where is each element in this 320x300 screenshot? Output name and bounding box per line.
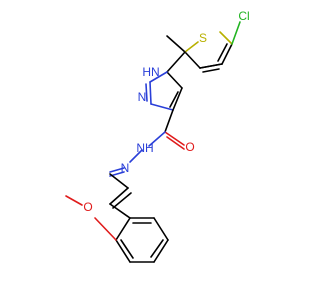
bond bbox=[231, 21, 241, 45]
bond bbox=[109, 187, 129, 205]
bond bbox=[166, 71, 183, 89]
molecule-structure: Cl S HN N O NH N O bbox=[65, 9, 250, 263]
bond bbox=[149, 81, 152, 105]
bond bbox=[153, 217, 169, 241]
bond bbox=[184, 51, 201, 69]
bond bbox=[166, 35, 186, 53]
bond bbox=[164, 131, 185, 146]
pyrazole-ring bbox=[145, 71, 183, 111]
bond bbox=[169, 91, 179, 108]
bond bbox=[120, 239, 134, 259]
bond bbox=[109, 167, 125, 173]
bond bbox=[150, 103, 174, 111]
hydrazide-nh-label: NH bbox=[136, 141, 153, 155]
bond bbox=[65, 195, 83, 206]
bond bbox=[202, 68, 220, 73]
bond bbox=[217, 43, 228, 62]
bond bbox=[153, 239, 169, 263]
bond bbox=[145, 83, 148, 102]
sulfur-label: S bbox=[199, 31, 207, 45]
bond bbox=[172, 87, 183, 111]
pyrazole-nh-label: HN bbox=[142, 65, 159, 79]
chlorine-label: Cl bbox=[238, 9, 249, 23]
bond bbox=[148, 131, 166, 147]
bond bbox=[164, 109, 174, 133]
bond bbox=[115, 239, 131, 263]
bond bbox=[149, 71, 168, 83]
bond bbox=[184, 41, 199, 53]
bond bbox=[166, 136, 185, 150]
imine-n-label: N bbox=[121, 161, 130, 175]
bond bbox=[109, 173, 129, 189]
bond bbox=[199, 63, 223, 69]
bond bbox=[115, 217, 131, 241]
bond bbox=[221, 43, 233, 65]
bond bbox=[166, 51, 186, 73]
bond bbox=[219, 31, 233, 45]
bond bbox=[150, 239, 164, 258]
benzene-ring bbox=[115, 217, 169, 263]
bond bbox=[112, 192, 132, 209]
thiophene-ring bbox=[166, 21, 241, 73]
carbonyl-oxygen-label: O bbox=[185, 140, 194, 154]
methoxy-oxygen-label: O bbox=[83, 200, 92, 214]
bond bbox=[94, 217, 117, 241]
pyrazole-n-label: N bbox=[138, 90, 147, 104]
bond bbox=[109, 203, 131, 219]
bond bbox=[129, 149, 143, 163]
